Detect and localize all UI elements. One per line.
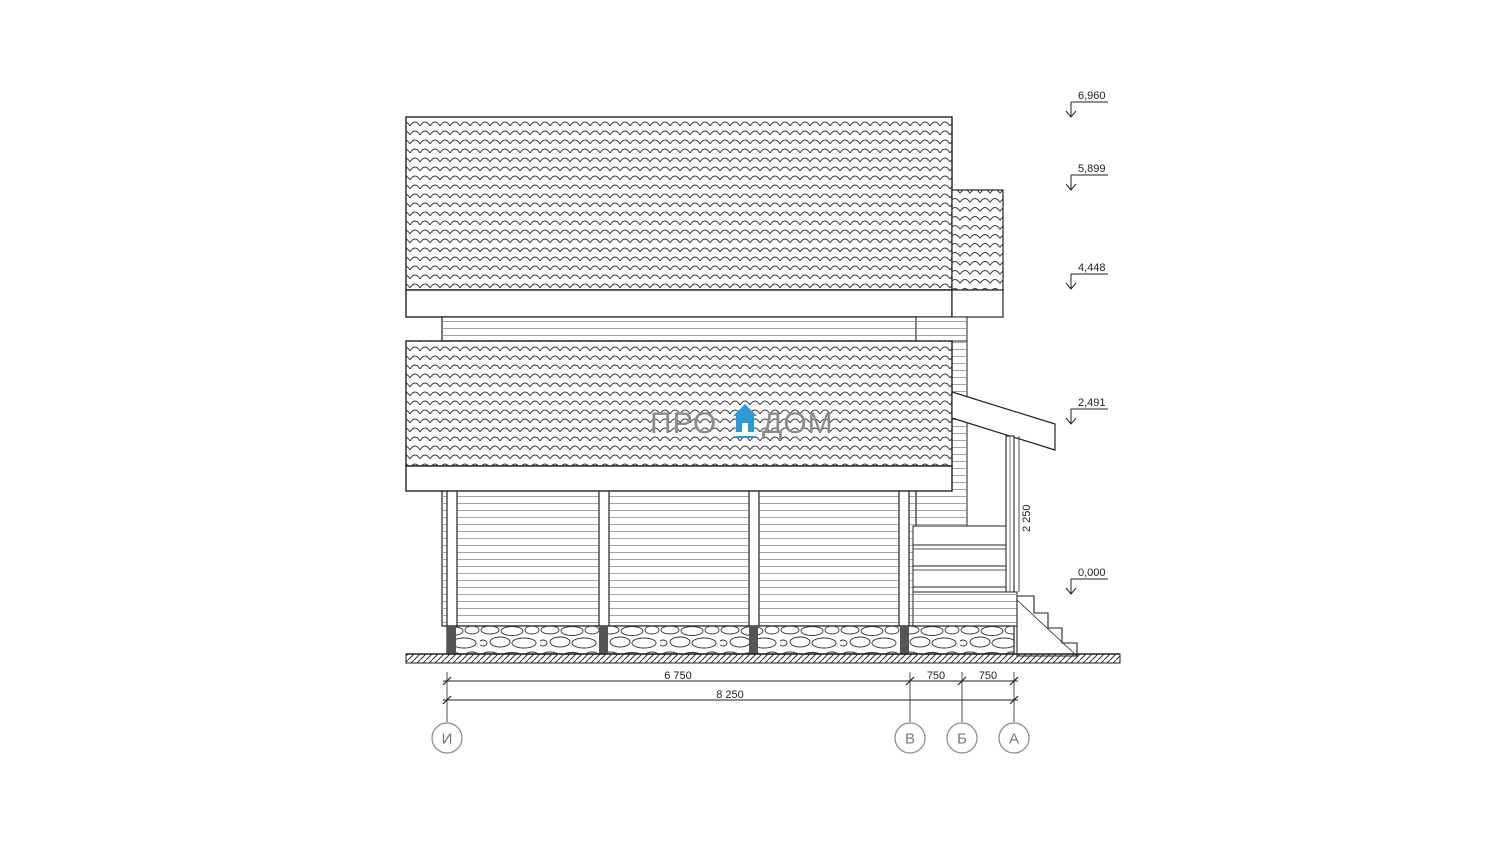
level-label: 0,000 — [1078, 567, 1106, 579]
dimension-label: 750 — [979, 670, 997, 682]
axis-label: Б — [957, 731, 967, 748]
porch — [912, 391, 1078, 657]
upper-wall — [441, 316, 968, 342]
lower-roof — [405, 340, 953, 492]
side-roof-gable — [951, 189, 1004, 318]
dimension-label: 750 — [927, 670, 945, 682]
axis-label: А — [1009, 731, 1019, 748]
dimension-label: 2 250 — [1021, 504, 1033, 532]
axis-label: В — [905, 731, 915, 748]
level-mark: 0,000 — [1065, 567, 1108, 595]
dimension-label: 8 250 — [716, 689, 744, 701]
watermark-text-right: ДОМ — [762, 407, 834, 440]
watermark-logo: ПРО ДОМ — [650, 404, 834, 440]
level-mark: 2,491 — [1065, 397, 1108, 425]
level-mark: 4,448 — [1065, 262, 1108, 290]
axis-marker: И — [431, 722, 463, 754]
level-label: 2,491 — [1078, 397, 1106, 409]
level-label: 6,960 — [1078, 90, 1106, 102]
axis-label: И — [442, 731, 453, 748]
porch-height-dimension: 2 250 — [1018, 436, 1033, 592]
ground-line — [405, 653, 1121, 664]
upper-roof — [405, 116, 953, 318]
axis-marker: А — [998, 722, 1030, 754]
level-label: 5,899 — [1078, 163, 1106, 175]
house-icon — [733, 404, 757, 438]
level-label: 4,448 — [1078, 262, 1106, 274]
level-marks: 6,960 5,899 4,448 2,491 0,000 — [1065, 90, 1108, 595]
dimension-label: 6 750 — [664, 670, 692, 682]
watermark-text-left: ПРО — [650, 407, 717, 440]
axis-marker: Б — [946, 722, 978, 754]
ground-floor-wall — [441, 489, 917, 627]
axis-marker: В — [894, 722, 926, 754]
grid-axes: И В Б А — [431, 722, 1030, 754]
level-mark: 6,960 — [1065, 90, 1108, 118]
horizontal-dimensions: 6 750 750 750 8 250 — [442, 670, 1019, 722]
level-mark: 5,899 — [1065, 163, 1108, 191]
stone-foundation — [446, 625, 1015, 655]
